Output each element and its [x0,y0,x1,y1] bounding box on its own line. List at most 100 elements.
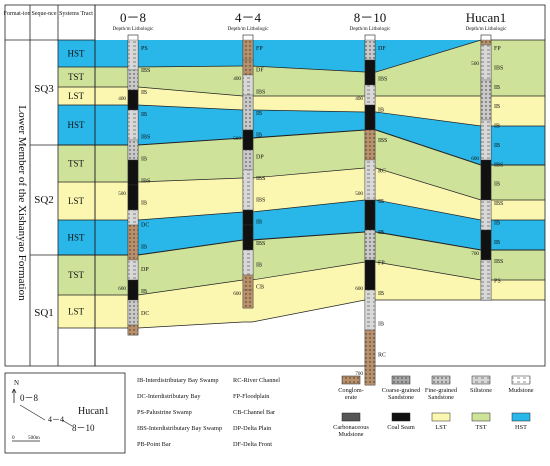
lithology-texture [128,300,138,325]
legend-swatch-texture [472,376,490,384]
tract-band [95,105,545,165]
left-table: Format-ion Seque-nce Systems Tract Lower… [4,4,96,367]
legend-label: Mudstone [508,387,533,394]
tract-cell [58,145,95,182]
legend-label: Coal Seam [387,424,415,431]
lithology-texture [243,60,253,75]
legend-label: Fine-grained [425,387,458,394]
tract-cell [58,255,95,295]
header-systems-tract: Systems Tract [59,11,93,17]
systems-tract-label: LST [68,91,85,101]
depth-label: 500 [233,136,241,142]
lithology-layer [127,159,139,186]
facies-label: DF [378,46,386,52]
facies-label: IB [256,263,262,269]
facies-label: IBS [141,68,150,74]
lithology-texture [481,260,491,300]
lithology-texture [243,250,253,275]
facies-label: FP [494,46,501,52]
tract-band [95,40,545,72]
facies-label: IBS [256,89,265,95]
lithology-layer [364,104,376,131]
facies-label: IB [256,219,262,225]
tract-band [95,262,545,328]
legend-swatch-texture [512,376,530,384]
systems-tract-label: LST [68,196,85,206]
legend-swatch [471,412,491,422]
depth-label: 400 [355,96,363,102]
lithology-layer [127,184,139,211]
facies-label: IBS [494,65,503,71]
legend-swatch-texture [392,376,410,384]
lithology-texture [128,225,138,260]
facies-label: RC [378,169,386,175]
scale-500: 500m [28,435,40,441]
depth-label: 700 [471,251,479,257]
facies-label: IB [378,107,384,113]
lithology-texture [365,230,375,260]
lithology-texture [128,40,138,70]
well-subtitle: Depth/m Lithologic [465,26,507,32]
lithology-texture [481,120,491,160]
lithology-layer [242,129,254,151]
facies-label: DC [141,223,149,229]
facies-label: IB [494,240,500,246]
legend-label: LST [435,424,446,431]
lithology-texture [128,140,138,160]
facies-label: IB [141,245,147,251]
legend-swatch-texture [342,376,360,384]
well-name: 8－10 [354,10,387,25]
north-arrow-icon [11,388,17,403]
map-well-0-8: 0－8 [20,393,39,403]
facies-legend-item: DP-Delta Plain [233,425,272,432]
lithology-texture [128,260,138,280]
legend-label: HST [515,424,527,431]
lithology-texture [365,130,375,160]
depth-label: 500 [471,61,479,67]
facies-label: IBS [494,162,503,168]
legend-swatch [341,412,361,422]
facies-label: IBS [256,241,265,247]
lithology-layer [242,209,254,226]
facies-label: DC [141,311,149,317]
facies-label: IBS [494,201,503,207]
tract-band [95,130,545,200]
lithology-texture [481,40,491,45]
tract-cell [58,105,95,145]
tract-cell [58,67,95,87]
legend-swatch [431,412,451,422]
north-label: N [14,379,19,387]
facies-label: IB [256,133,262,139]
facies-legend-item: PS-Palustrine Swamp [137,409,192,416]
tract-band [95,168,545,220]
tract-cell [58,220,95,255]
well-name: 0－8 [120,10,146,25]
tract-band [95,87,545,126]
lithology-layer [364,199,376,231]
facies-label: IB [378,230,384,236]
lithology-texture [128,110,138,140]
systems-tract-bands [58,40,545,328]
map-well-4-4: 4－4 [48,415,64,424]
tract-band [95,40,545,96]
facies-label: IBS [494,259,503,265]
scale-zero: 0 [12,435,15,441]
lithology-layer [480,159,492,201]
lithology-layer [127,279,139,301]
facies-label: PS [494,279,501,285]
facies-legend-item: IBS-Interdistributary Bay Swamp [137,425,222,432]
lithology-texture [128,210,138,225]
well-name: Hucan1 [466,10,506,25]
map-line [19,404,73,427]
sequence-label-sq3: SQ3 [34,83,54,95]
well-subtitle: Depth/m Lithologic [349,26,391,32]
lithology-texture [365,40,375,60]
systems-tract-label: TST [68,159,85,169]
legend-swatch-texture [432,376,450,384]
tract-cell [58,182,95,220]
